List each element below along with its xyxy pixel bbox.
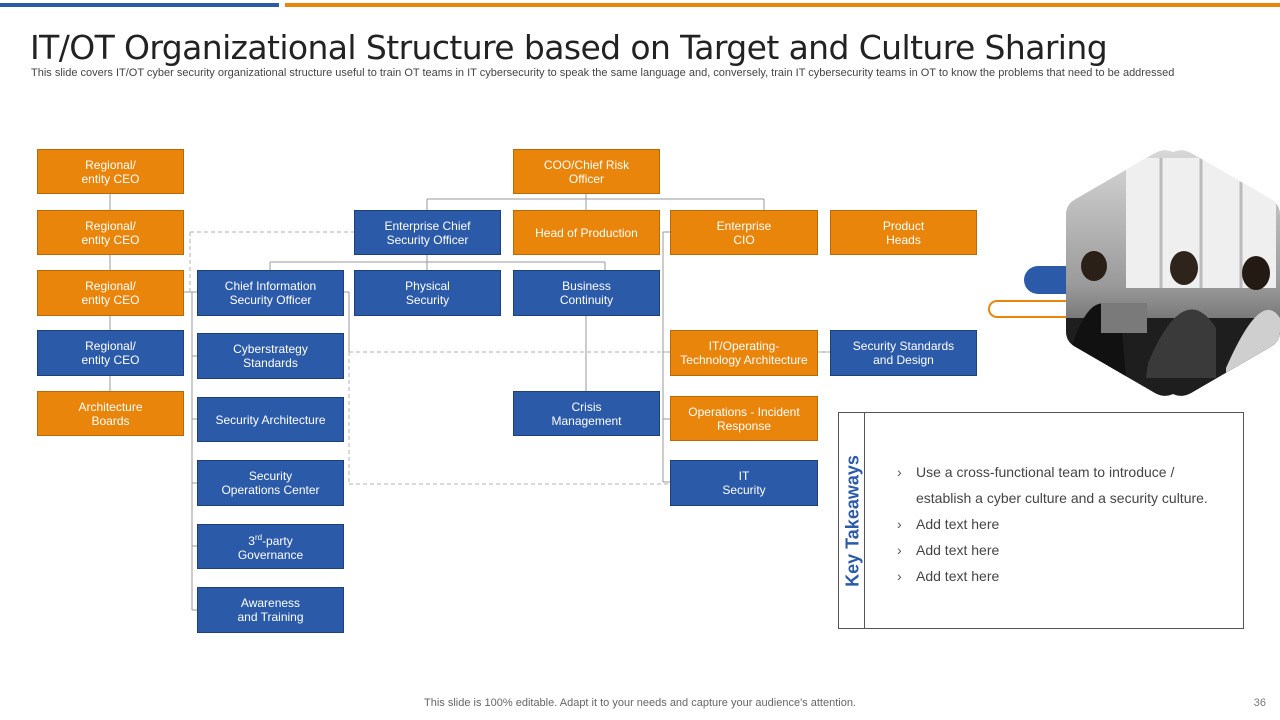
slide-title: IT/OT Organizational Structure based on … — [30, 28, 1108, 67]
takeaway-item: ›Use a cross-functional team to introduc… — [897, 459, 1227, 511]
org-box-business-continuity: Business Continuity — [513, 270, 660, 316]
org-box-enterprise-cso: Enterprise Chief Security Officer — [354, 210, 501, 255]
org-box-physical-security: Physical Security — [354, 270, 501, 316]
org-box-it-security: IT Security — [670, 460, 818, 506]
chevron-right-icon: › — [897, 464, 902, 480]
decorative-orange-ring — [988, 300, 1078, 318]
top-accent-bar-orange — [285, 3, 1280, 7]
org-box-product-heads: Product Heads — [830, 210, 977, 255]
key-takeaways-panel: Key Takeaways ›Use a cross-functional te… — [838, 412, 1244, 629]
slide-subtitle: This slide covers IT/OT cyber security o… — [31, 67, 1175, 79]
page-number: 36 — [1253, 697, 1266, 709]
takeaways-heading: Key Takeaways — [842, 447, 864, 595]
org-box-operations-incident-response: Operations - Incident Response — [670, 396, 818, 441]
top-accent-bar-blue — [0, 3, 279, 7]
takeaways-list: ›Use a cross-functional team to introduc… — [897, 459, 1227, 589]
takeaway-item: ›Add text here — [897, 537, 1227, 563]
chevron-right-icon: › — [897, 568, 902, 584]
org-box-cyberstrategy-standards: Cyberstrategy Standards — [197, 333, 344, 379]
org-box-regional-ceo-1: Regional/ entity CEO — [37, 149, 184, 194]
org-box-awareness-training: Awareness and Training — [197, 587, 344, 633]
footer-note: This slide is 100% editable. Adapt it to… — [424, 697, 856, 709]
org-box-security-architecture: Security Architecture — [197, 397, 344, 442]
org-box-head-of-production: Head of Production — [513, 210, 660, 255]
org-box-architecture-boards: Architecture Boards — [37, 391, 184, 436]
org-box-it-ot-architecture: IT/Operating- Technology Architecture — [670, 330, 818, 376]
org-box-security-operations-center: Security Operations Center — [197, 460, 344, 506]
org-box-ciso: Chief Information Security Officer — [197, 270, 344, 316]
team-photo-hexagon — [1066, 150, 1280, 396]
org-box-regional-ceo-3: Regional/ entity CEO — [37, 270, 184, 316]
org-box-enterprise-cio: Enterprise CIO — [670, 210, 818, 255]
takeaway-item: ›Add text here — [897, 511, 1227, 537]
org-box-regional-ceo-2: Regional/ entity CEO — [37, 210, 184, 255]
chevron-right-icon: › — [897, 542, 902, 558]
chevron-right-icon: › — [897, 516, 902, 532]
org-box-coo: COO/Chief Risk Officer — [513, 149, 660, 194]
takeaway-item: ›Add text here — [897, 563, 1227, 589]
org-box-security-standards-design: Security Standards and Design — [830, 330, 977, 376]
org-box-regional-ceo-4: Regional/ entity CEO — [37, 330, 184, 376]
takeaways-divider — [864, 413, 865, 628]
org-box-crisis-management: Crisis Management — [513, 391, 660, 436]
